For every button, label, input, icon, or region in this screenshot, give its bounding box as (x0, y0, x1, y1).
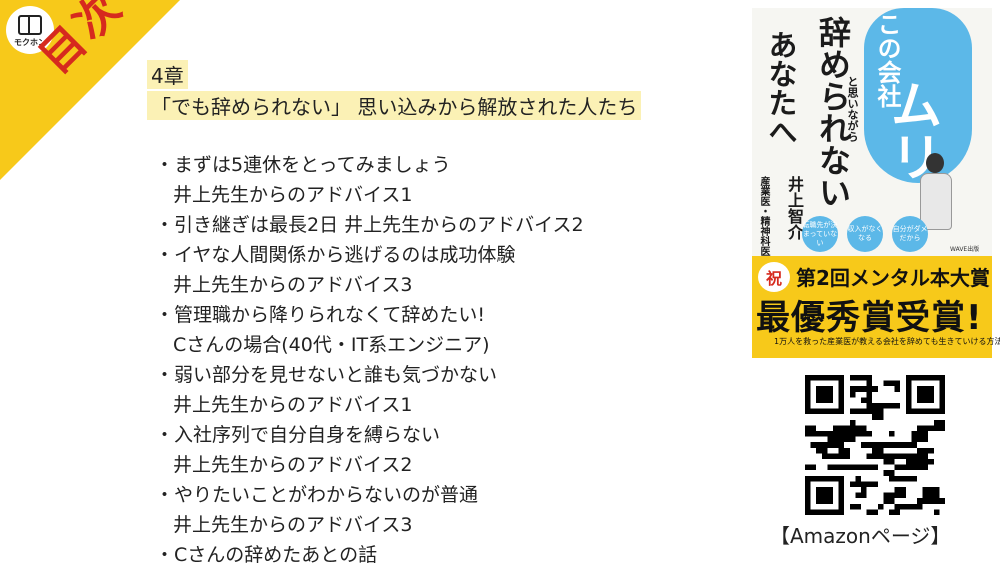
book-cover[interactable]: あなたへ 辞められない この会社 ムリ と思いながら 井上智介 産業医・精神科医… (752, 8, 1000, 358)
list-item: ・管理職から降りられなくて辞めたい! Cさんの場合(40代・IT系エンジニア) (155, 304, 490, 356)
cover-illustration: あなたへ 辞められない この会社 ムリ と思いながら 井上智介 産業医・精神科医… (752, 8, 992, 256)
book-author: 井上智介 (785, 176, 804, 240)
list-item: ・やりたいことがわからないのが普通 井上先生からのアドバイス3 (155, 484, 479, 536)
book-title-line1: あなたへ (764, 30, 798, 146)
celebrate-badge: 祝 (758, 262, 790, 292)
list-item: ・弱い部分を見せないと誰も気づかない 井上先生からのアドバイス1 (155, 364, 498, 416)
worry-bubble: 転職先が決まっていない (802, 216, 838, 252)
list-item: ・引き継ぎは最長2日 井上先生からのアドバイス2 (155, 214, 584, 236)
chapter-number: 4章 (147, 60, 188, 89)
list-item: ・Cさんの辞めたあとの話 (155, 544, 378, 566)
worry-bubble: 収入がなくなる (847, 216, 883, 252)
cover-blue-shape (864, 8, 972, 183)
award-band: 祝 第2回メンタル本大賞 最優秀賞受賞! 1万人を救った産業医が教える会社を辞め… (752, 256, 1000, 358)
amazon-link[interactable]: 【Amazonページ】 (770, 524, 951, 548)
award-name: 第2回メンタル本大賞 (796, 266, 990, 290)
logo-text: モクホン (14, 37, 46, 47)
chapter-title: 「でも辞められない」 思い込みから解放された人たち (147, 91, 642, 120)
toc-list: ・まずは5連休をとってみましょう 井上先生からのアドバイス1 ・引き継ぎは最長2… (155, 150, 584, 570)
list-item: ・イヤな人間関係から逃げるのは成功体験 井上先生からのアドバイス3 (155, 244, 516, 296)
person-head (926, 153, 944, 173)
book-subtitle: と思いながら (846, 76, 859, 142)
publisher: WAVE出版 (950, 246, 980, 253)
mokuhon-logo[interactable]: モクホン (6, 6, 54, 54)
qr-code[interactable] (805, 375, 945, 515)
book-author-role: 産業医・精神科医 (758, 176, 769, 256)
list-item: ・まずは5連休をとってみましょう 井上先生からのアドバイス1 (155, 154, 451, 206)
book-title-line2: 辞められない (814, 16, 852, 208)
person-body (920, 173, 952, 230)
book-icon (18, 14, 42, 35)
award-subtitle: 1万人を救った産業医が教える会社を辞めても生きていける方法 (774, 337, 1000, 346)
award-prize: 最優秀賞受賞! (756, 298, 983, 338)
book-title-top: この会社 (873, 12, 901, 108)
list-item: ・入社序列で自分自身を縛らない 井上先生からのアドバイス2 (155, 424, 441, 476)
worry-bubble: 自分がダメだから (892, 216, 928, 252)
person-illustration (912, 153, 962, 233)
